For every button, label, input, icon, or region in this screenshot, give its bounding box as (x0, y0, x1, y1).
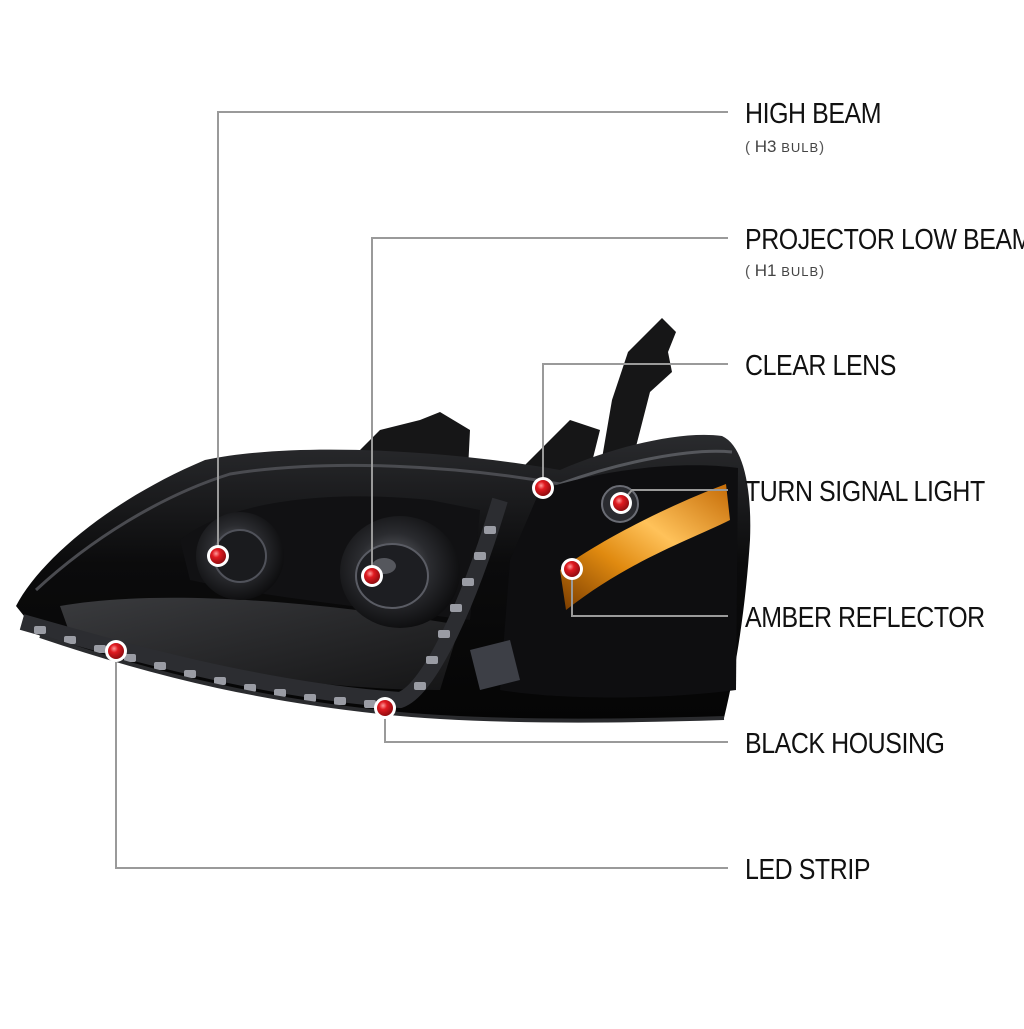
led-element (124, 654, 136, 662)
led-element (274, 689, 286, 697)
led-element (474, 552, 486, 560)
led-element (334, 697, 346, 705)
led-element (154, 662, 166, 670)
bulb-code: H3 (754, 137, 777, 156)
led-element (484, 526, 496, 534)
callout-marker-icon (105, 640, 127, 662)
inner-floor (60, 597, 460, 690)
callout-marker-icon (361, 565, 383, 587)
bulb-word: BULB (781, 264, 820, 279)
led-element (34, 626, 46, 634)
projector-low-beam (340, 516, 460, 628)
led-element (184, 670, 196, 678)
led-element (438, 630, 450, 638)
callout-marker-icon (374, 697, 396, 719)
label-turn-signal-light: TURN SIGNAL LIGHT (745, 476, 985, 508)
label-led-strip: LED STRIP (745, 854, 871, 886)
bulb-word: BULB (781, 140, 820, 155)
bulb-code: H1 (754, 261, 777, 280)
leader-line-projector-low-beam (371, 237, 728, 576)
label-amber-reflector: AMBER REFLECTOR (745, 602, 985, 634)
callout-marker-icon (610, 492, 632, 514)
leader-line-clear-lens (542, 363, 728, 488)
label-projector-low-beam: PROJECTOR LOW BEAM (745, 224, 1024, 256)
label-clear-lens: CLEAR LENS (745, 350, 896, 382)
paren-close: ) (819, 139, 825, 156)
callout-marker-icon (561, 558, 583, 580)
led-element (244, 684, 256, 692)
sub-projector-low-beam: ( H1 BULB) (745, 262, 824, 279)
label-high-beam: HIGH BEAM (745, 98, 882, 130)
leader-line-led-strip (115, 651, 728, 869)
led-element (462, 578, 474, 586)
led-element (414, 682, 426, 690)
label-black-housing: BLACK HOUSING (745, 728, 945, 760)
sub-high-beam: ( H3 BULB) (745, 138, 824, 155)
amber-reflector-lens (560, 484, 730, 610)
leader-line-black-housing (384, 708, 728, 743)
callout-marker-icon (532, 477, 554, 499)
paren-close: ) (819, 263, 825, 280)
led-element (94, 645, 106, 653)
callout-marker-icon (207, 545, 229, 567)
led-element (304, 694, 316, 702)
leader-line-amber-reflector (571, 569, 728, 617)
led-element (450, 604, 462, 612)
led-element (364, 700, 376, 708)
leader-line-high-beam (217, 111, 728, 556)
paren-open: ( (745, 263, 750, 280)
led-element (64, 636, 76, 644)
led-element (426, 656, 438, 664)
paren-open: ( (745, 139, 750, 156)
led-element (214, 677, 226, 685)
